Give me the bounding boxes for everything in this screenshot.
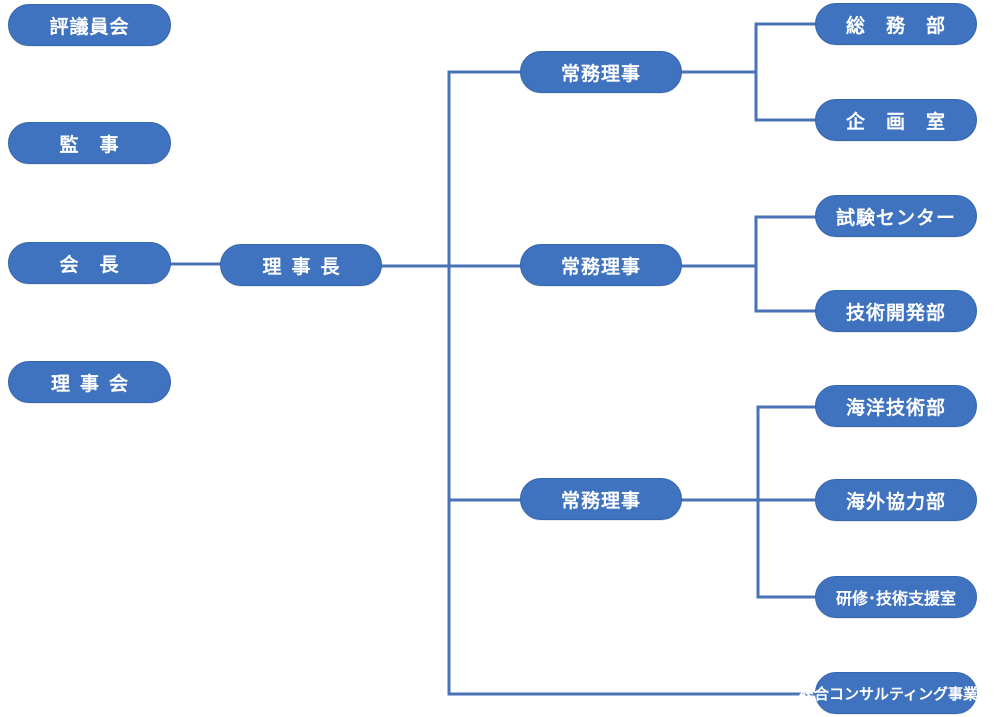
executive-director-1-node: 常務理事 (520, 51, 682, 93)
councillors-node: 評議員会 (8, 4, 171, 46)
president-node: 理事長 (220, 244, 382, 286)
planning-node: 企 画 室 (815, 99, 977, 141)
training-support-node: 研修･技術支援室 (815, 576, 977, 618)
consulting-node: 総合コンサルティング事業室 (799, 672, 993, 714)
auditor-node: 監 事 (8, 122, 171, 164)
testing-center-node: 試験センター (815, 195, 977, 237)
executive-director-2-node: 常務理事 (520, 244, 682, 286)
executive-director-3-node: 常務理事 (520, 478, 682, 520)
ocean-technology-node: 海洋技術部 (815, 385, 977, 427)
general-affairs-node: 総 務 部 (815, 3, 977, 45)
chairman-node: 会 長 (8, 242, 171, 284)
board-node: 理事会 (8, 361, 171, 403)
technology-development-node: 技術開発部 (815, 290, 977, 332)
overseas-cooperation-node: 海外協力部 (815, 479, 977, 521)
